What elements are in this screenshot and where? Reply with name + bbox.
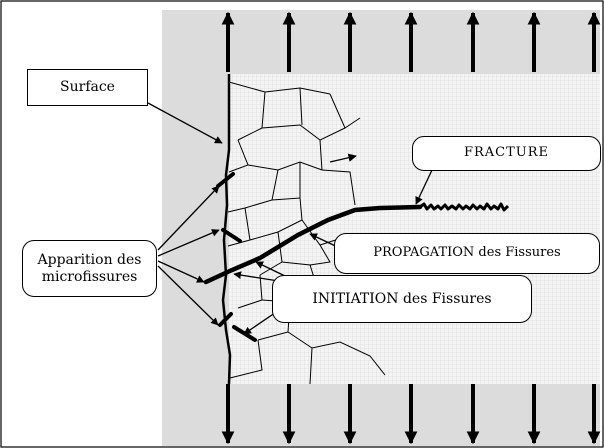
initiation-label: INITIATION des Fissures [272, 275, 532, 323]
main-crack [203, 204, 423, 285]
apparition-label: Apparition des microfissures [22, 240, 157, 297]
apparition-leader-4 [157, 265, 219, 326]
apparition-leader-3 [157, 260, 205, 283]
leader-arrows [147, 102, 433, 335]
surface-label: Surface [27, 69, 148, 106]
apparition-leader-1 [157, 185, 220, 251]
fracture-label: FRACTURE [412, 136, 601, 171]
fracture-leader [415, 169, 433, 205]
apparition-leader-2 [157, 229, 220, 257]
top-load-arrows [221, 11, 601, 72]
surface-leader [147, 102, 223, 144]
initiation-leader-1 [255, 261, 286, 277]
grain-arrow [329, 153, 357, 163]
propagation-label: PROPAGATION des Fissures [334, 233, 600, 274]
bottom-load-arrows [221, 384, 601, 445]
surface-line [221, 74, 232, 385]
fracture-line [419, 202, 510, 212]
